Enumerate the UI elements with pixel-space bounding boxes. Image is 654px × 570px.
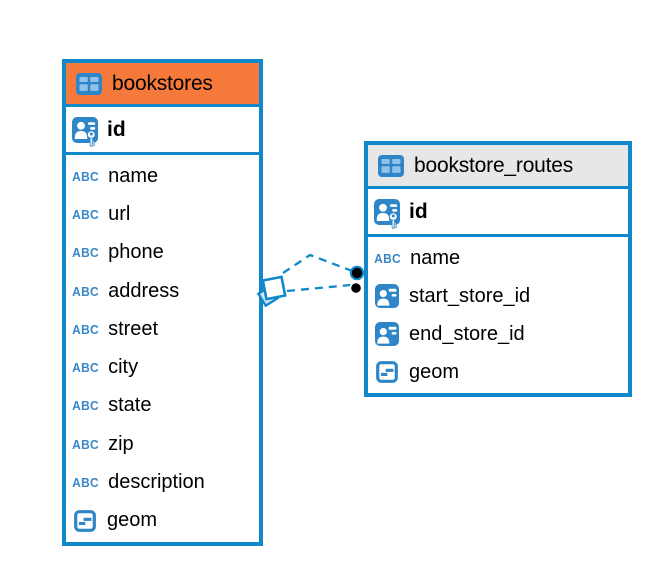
field-row[interactable]: ABC name	[374, 246, 461, 269]
abc-icon: ABC	[72, 168, 99, 184]
table-icon	[75, 73, 103, 95]
relationship-dashed-lines[interactable]	[282, 253, 356, 293]
abc-icon: ABC	[72, 206, 99, 222]
field-row[interactable]: start_store_id	[368, 277, 628, 315]
abc-icon: ABC	[72, 398, 99, 414]
table-title: bookstore_routes	[414, 153, 574, 177]
field-row[interactable]: ABC state	[72, 394, 152, 417]
person-reference-icon	[373, 322, 401, 346]
field-list: ABC name ABC url ABC phone ABC address A…	[66, 155, 259, 542]
table-bookstores-header[interactable]: bookstores	[66, 63, 259, 107]
abc-icon: ABC	[72, 475, 99, 491]
field-row[interactable]: ABC zip	[72, 432, 134, 455]
primary-key-name: id	[409, 199, 428, 223]
table-title: bookstores	[112, 71, 213, 95]
primary-key-icon	[71, 112, 99, 148]
field-row[interactable]: ABC city	[72, 356, 139, 379]
abc-icon: ABC	[72, 283, 99, 299]
table-bookstores[interactable]: bookstores id ABC name ABC url ABC phone…	[62, 59, 263, 546]
field-row[interactable]: ABC address	[72, 279, 180, 302]
field-row[interactable]: ABC name	[72, 164, 159, 187]
relationship-endpoint-dots	[349, 265, 365, 295]
field-row[interactable]: ABC url	[72, 202, 131, 225]
abc-icon: ABC	[72, 245, 99, 261]
field-row[interactable]: ABC phone	[72, 241, 164, 264]
field-list: ABC name start_store_id end_store_id ge	[368, 237, 628, 393]
abc-icon: ABC	[72, 436, 99, 452]
primary-key-row[interactable]: id	[368, 189, 628, 237]
primary-key-name: id	[107, 117, 126, 141]
field-row[interactable]: end_store_id	[368, 315, 628, 353]
abc-icon: ABC	[374, 250, 401, 266]
field-row[interactable]: geom	[368, 353, 628, 391]
abc-icon: ABC	[72, 321, 99, 337]
abc-icon: ABC	[72, 360, 99, 376]
geometry-icon	[373, 361, 401, 383]
primary-key-row[interactable]: id	[66, 107, 259, 155]
field-row[interactable]: ABC description	[72, 471, 205, 494]
field-row[interactable]: ABC street	[72, 317, 159, 340]
table-bookstore-routes-header[interactable]: bookstore_routes	[368, 145, 628, 189]
geometry-icon	[71, 510, 99, 532]
table-icon	[377, 155, 405, 177]
person-reference-icon	[373, 284, 401, 308]
primary-key-icon	[373, 194, 401, 230]
field-row[interactable]: geom	[66, 502, 259, 540]
table-bookstore-routes[interactable]: bookstore_routes id ABC name start_store…	[364, 141, 632, 397]
